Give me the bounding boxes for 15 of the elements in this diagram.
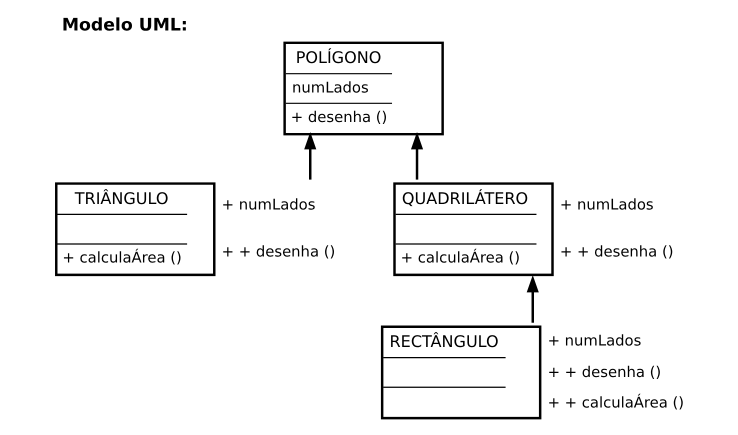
node-box: POLÍGONO numLados + desenha (): [282, 42, 444, 136]
node-label: + + calculaÁrea (): [547, 394, 684, 412]
node-label: + + desenha (): [221, 244, 335, 261]
node-label: + numLados: [547, 332, 641, 350]
node-label: + numLados: [559, 196, 654, 214]
node-box: RECTÂNGULO: [380, 326, 541, 420]
node-label: + + desenha (): [559, 244, 674, 261]
node-label: + + desenha (): [547, 364, 661, 381]
diagram-title: Modelo UML:: [61, 16, 188, 36]
arrow: [410, 132, 423, 180]
node-box: QUADRILÁTERO + calculaÁrea (): [392, 182, 554, 276]
arrow: [304, 132, 316, 180]
node-box: TRIÂNGULO + calculaÁrea (): [54, 182, 215, 276]
node-label: + numLados: [221, 196, 315, 214]
arrow: [526, 275, 538, 323]
